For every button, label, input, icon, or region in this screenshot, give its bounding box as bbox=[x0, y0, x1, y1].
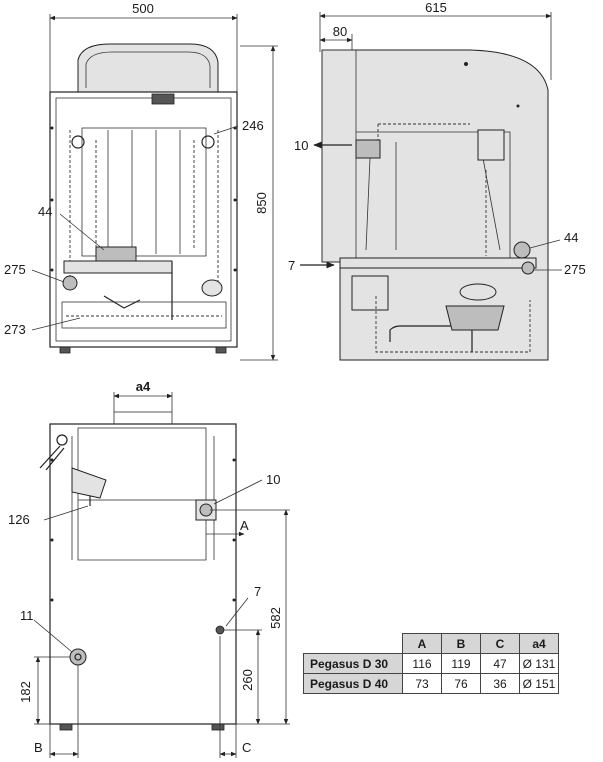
callout-246: 246 bbox=[242, 118, 264, 133]
burner-unit bbox=[445, 305, 505, 331]
rear-callout-126: 126 bbox=[8, 512, 30, 527]
dimension-table: A B C a4 Pegasus D 30 116 119 47 Ø 131 P… bbox=[303, 633, 559, 694]
top-left-fitting bbox=[71, 135, 85, 149]
table-header-row: A B C a4 bbox=[303, 633, 559, 654]
rear-drain-connection bbox=[69, 648, 87, 666]
callout-7: 7 bbox=[288, 258, 295, 273]
front-view: 500 850 bbox=[4, 1, 278, 361]
side-width-dimension-label: 615 bbox=[425, 0, 447, 15]
rear-callout-10: 10 bbox=[266, 472, 280, 487]
width-dimension-label: 500 bbox=[132, 1, 154, 16]
side-view: 615 80 10 7 44 275 bbox=[288, 0, 586, 361]
callout-44: 44 bbox=[38, 204, 52, 219]
return-pipe bbox=[63, 260, 173, 274]
model-name: Pegasus D 30 bbox=[303, 653, 403, 674]
table-cell: 76 bbox=[441, 673, 481, 694]
bottom-left-block bbox=[351, 275, 389, 311]
callout-275: 275 bbox=[4, 262, 26, 277]
table-cell: 119 bbox=[441, 653, 481, 674]
table-cell: Ø 151 bbox=[519, 673, 559, 694]
control-panel-slot bbox=[151, 93, 175, 105]
side-callout-275: 275 bbox=[564, 262, 586, 277]
top-cover bbox=[77, 43, 219, 93]
table-cell: 116 bbox=[402, 653, 442, 674]
rear-body bbox=[49, 423, 237, 725]
side-drain bbox=[521, 261, 535, 275]
table-row: Pegasus D 40 73 76 36 Ø 151 bbox=[303, 673, 559, 694]
height-dimension-label: 850 bbox=[254, 192, 269, 214]
182-dimension-label: 182 bbox=[18, 681, 33, 703]
table-header: A bbox=[402, 633, 442, 654]
table-cell: Ø 131 bbox=[519, 653, 559, 674]
table-header: C bbox=[480, 633, 520, 654]
a4-dimension-label: a4 bbox=[136, 379, 151, 394]
flue-outlet bbox=[355, 139, 381, 159]
callout-273: 273 bbox=[4, 322, 26, 337]
callout-10: 10 bbox=[294, 138, 308, 153]
rear-top-outlet bbox=[113, 411, 173, 425]
C-dimension-label: C bbox=[242, 740, 251, 755]
top-right-fitting bbox=[201, 135, 215, 149]
flue-offset-dimension-label: 80 bbox=[333, 24, 347, 39]
side-callout-44: 44 bbox=[564, 230, 578, 245]
table-cell: 73 bbox=[402, 673, 442, 694]
rear-flue-box bbox=[77, 427, 207, 501]
rear-view: a4 10 126 A 582 7 260 bbox=[8, 379, 290, 758]
table-cell: 47 bbox=[480, 653, 520, 674]
table-header: B bbox=[441, 633, 481, 654]
model-name: Pegasus D 40 bbox=[303, 673, 403, 694]
drain-valve bbox=[62, 275, 78, 291]
260-dimension-label: 260 bbox=[240, 669, 255, 691]
A-dimension-label: A bbox=[240, 518, 249, 533]
table-cell: 36 bbox=[480, 673, 520, 694]
rear-callout-7: 7 bbox=[254, 584, 261, 599]
table-row: Pegasus D 30 116 119 47 Ø 131 bbox=[303, 653, 559, 674]
582-dimension-label: 582 bbox=[268, 607, 283, 629]
table-header: a4 bbox=[519, 633, 559, 654]
boiler-body bbox=[49, 91, 238, 348]
rear-return-connection bbox=[215, 625, 225, 635]
base-plate bbox=[339, 257, 537, 269]
rear-callout-11: 11 bbox=[20, 608, 34, 623]
side-pump bbox=[513, 241, 531, 259]
B-dimension-label: B bbox=[34, 740, 43, 755]
